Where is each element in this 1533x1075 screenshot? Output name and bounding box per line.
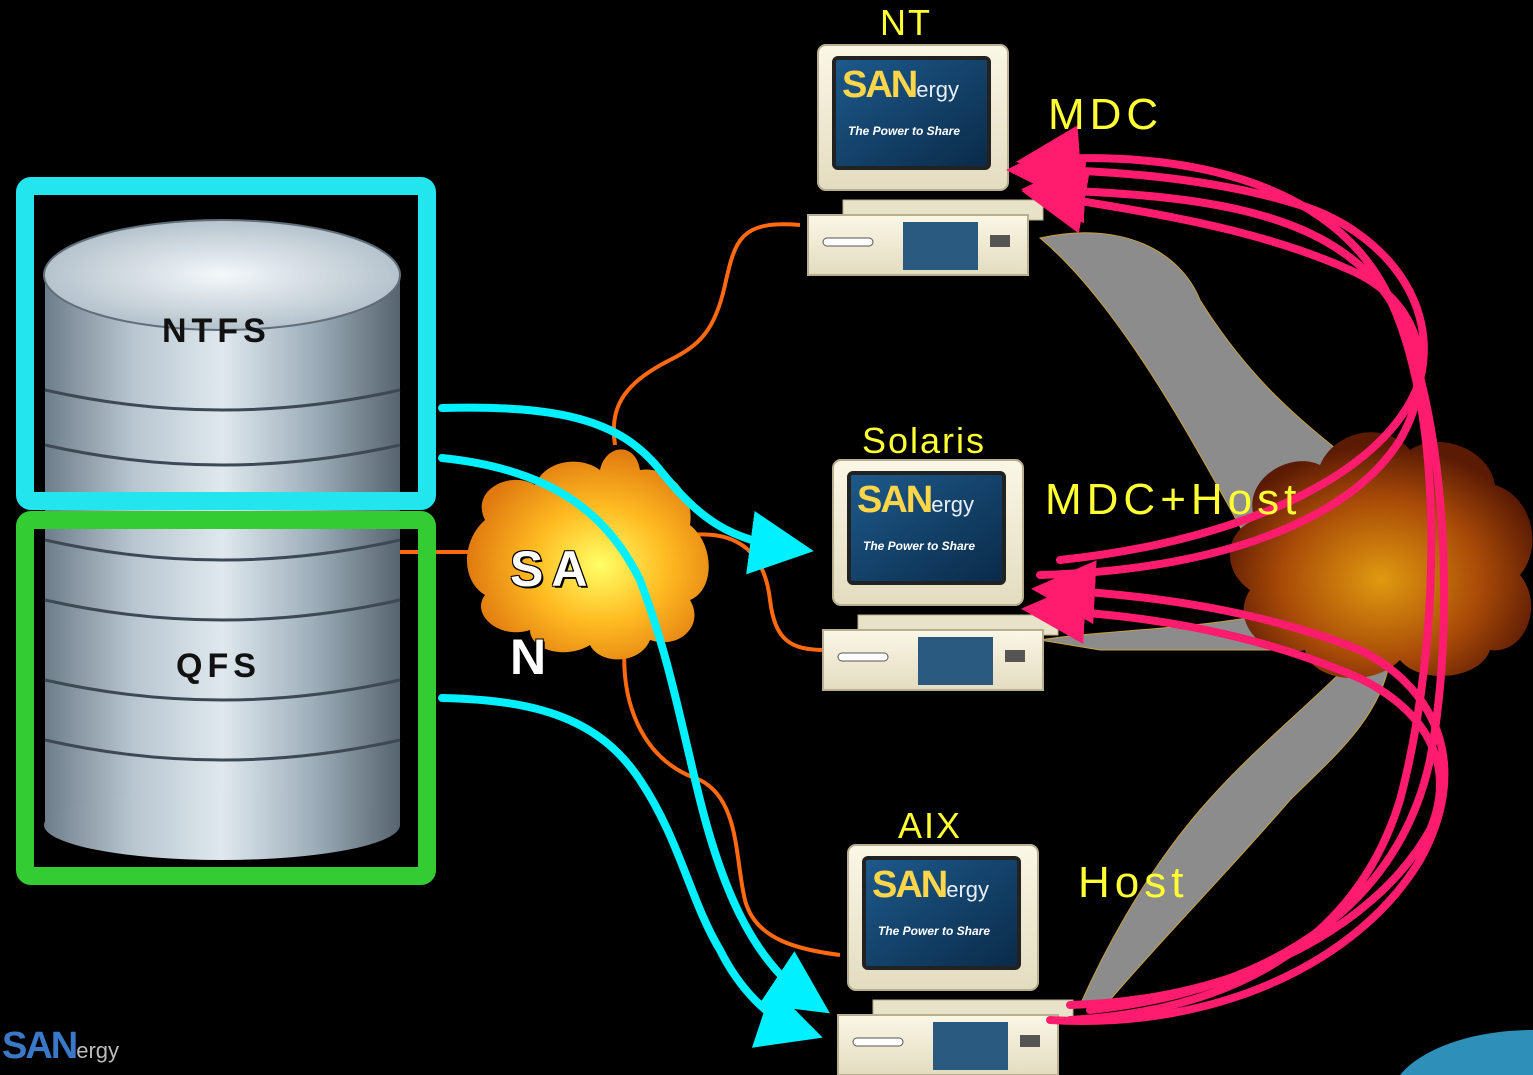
corner-logo: SANergy (2, 1025, 162, 1075)
logo-brand: SAN (872, 864, 948, 906)
logo-tagline: The Power to Share (878, 924, 991, 938)
screen-logo-aix: SANergy The Power to Share (872, 864, 1022, 964)
logo-suffix: ergy (76, 1038, 120, 1063)
san-links (400, 222, 841, 957)
host-os-nt: NT (880, 2, 932, 43)
logo-tagline: The Power to Share (848, 124, 961, 138)
ntfs-label: NTFS (162, 312, 271, 350)
logo-suffix: ergy (931, 492, 975, 517)
screen-logo-solaris: SANergy The Power to Share (857, 479, 1007, 579)
host-os-aix: AIX (898, 805, 963, 846)
logo-brand: SAN (842, 64, 918, 106)
logo-brand: SAN (857, 479, 933, 521)
data-paths (438, 403, 830, 1048)
logo-brand: SAN (2, 1025, 78, 1067)
logo-suffix: ergy (946, 877, 990, 902)
logo-suffix: ergy (916, 77, 960, 102)
metadata-paths (1006, 125, 1449, 1025)
corner-accent (1400, 1030, 1533, 1075)
host-role-aix: Host (1078, 858, 1189, 907)
san-label-line2: N (510, 629, 555, 685)
host-os-solaris: Solaris (862, 420, 987, 461)
host-role-nt: MDC (1048, 90, 1164, 139)
san-label-line1: SA (510, 541, 596, 597)
computer-nt (807, 44, 1044, 276)
ntfs-box (16, 177, 436, 510)
computer-solaris (822, 459, 1059, 691)
screen-logo-nt: SANergy The Power to Share (842, 64, 992, 164)
logo-tagline: The Power to Share (863, 539, 976, 553)
lan-band-lower (1079, 639, 1391, 1006)
storage-cylinder (43, 219, 401, 860)
host-role-solaris: MDC+Host (1045, 475, 1302, 524)
computer-aix (837, 844, 1074, 1075)
qfs-label: QFS (176, 647, 261, 685)
qfs-box (16, 511, 436, 885)
